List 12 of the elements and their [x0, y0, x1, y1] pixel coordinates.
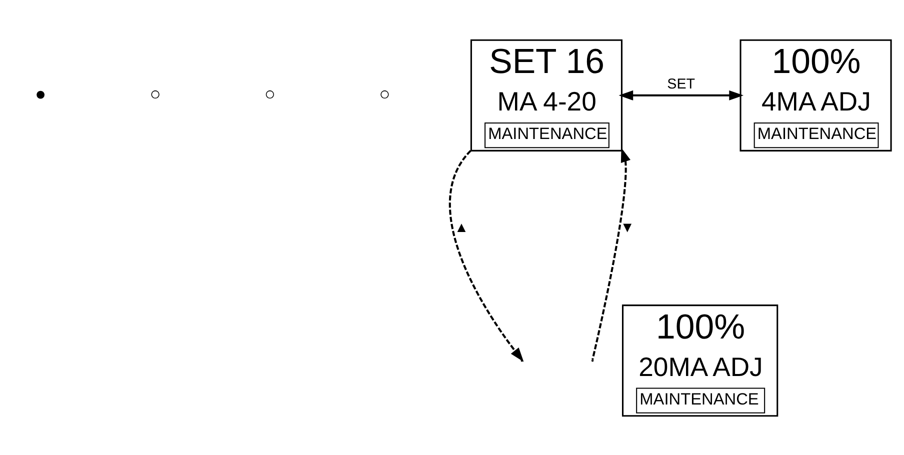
label: ○ [150, 82, 161, 104]
label: ● [35, 82, 46, 104]
edge-label: ▼ [620, 219, 634, 236]
arrow [592, 147, 630, 360]
node-box: 100% 20MA ADJ MAINTENANCE [622, 304, 778, 416]
edge-label: ▲ [454, 219, 469, 236]
label: ○ [264, 82, 276, 104]
node-box: 100% 4MA ADJ MAINTENANCE [740, 38, 892, 151]
label: ○ [379, 82, 390, 104]
node-box: SET 16 MA 4-20 MAINTENANCE [470, 38, 622, 151]
arrow [618, 90, 744, 100]
edge-label: SET [667, 76, 696, 92]
